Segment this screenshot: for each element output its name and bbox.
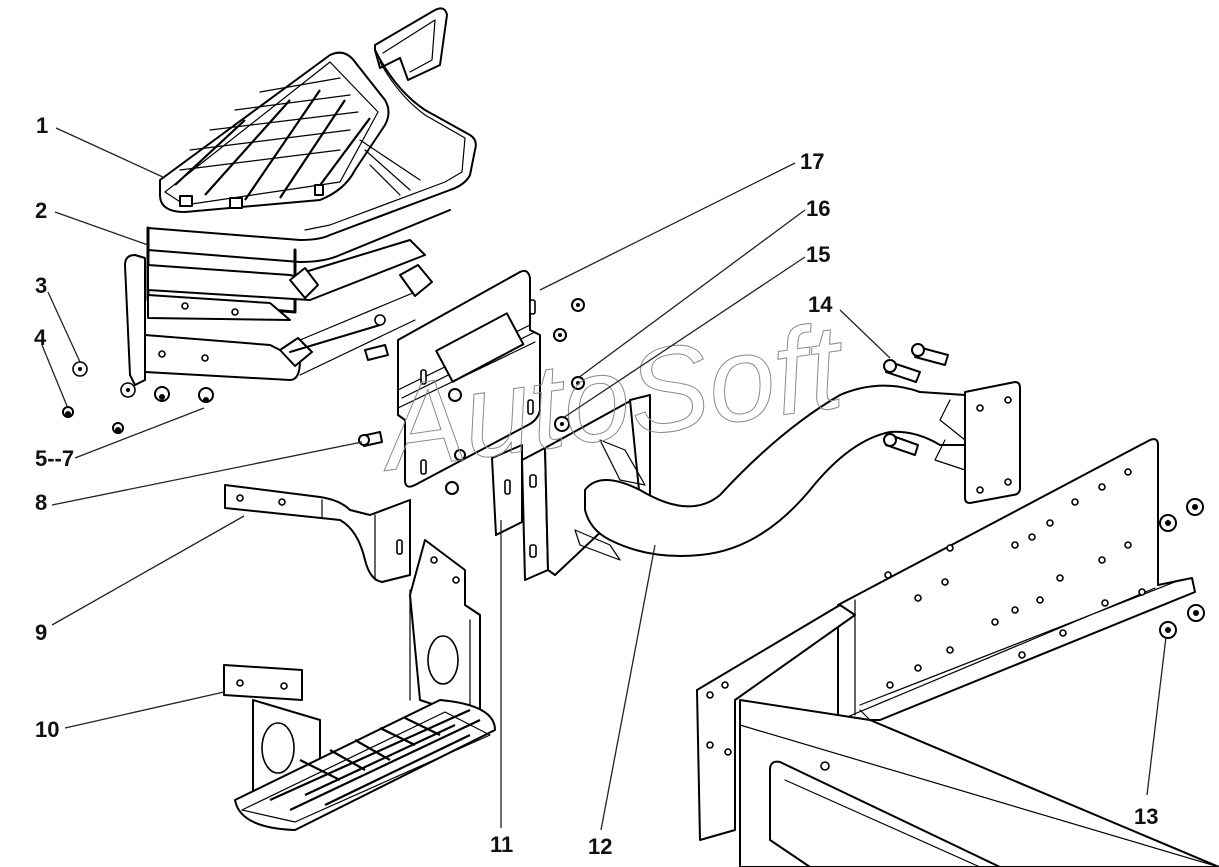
leader-9: [51, 515, 245, 626]
leader-2: [54, 211, 149, 246]
callout-14: 14: [808, 292, 833, 317]
callout-17: 17: [800, 149, 824, 174]
part-9-bracket: [224, 484, 411, 583]
leader-8: [51, 441, 363, 506]
chassis-frame: [696, 438, 1219, 867]
callout-5-7: 5--7: [35, 446, 74, 471]
callout-11: 11: [490, 832, 513, 857]
part-10-lower-step: [223, 539, 496, 831]
nuts-15-16: [445, 298, 585, 495]
leader-15: [562, 256, 806, 419]
leader-4: [41, 344, 68, 407]
callout-12: 12: [588, 834, 612, 859]
leader-16: [577, 209, 806, 379]
leader-lines: [41, 127, 1167, 831]
part-14-bolts: [883, 343, 949, 456]
part-13-nuts: [1159, 498, 1205, 639]
frame-holes: [884, 468, 1146, 689]
leader-17: [539, 162, 796, 291]
callout-3: 3: [35, 273, 47, 298]
part-11-plate: [491, 444, 523, 536]
leader-12: [600, 544, 656, 831]
callout-16: 16: [806, 196, 830, 221]
fasteners-3-4-5-7: [62, 361, 214, 434]
callout-8: 8: [35, 490, 47, 515]
callout-9: 9: [35, 620, 47, 645]
part-1-upper-step-tread: [159, 51, 390, 213]
leader-14: [839, 309, 891, 359]
part-2-step-housing: [124, 7, 477, 386]
callout-1: 1: [36, 113, 48, 138]
callout-10: 10: [35, 717, 59, 742]
callout-2: 2: [35, 198, 47, 223]
callout-13: 13: [1134, 804, 1158, 829]
part-8-bolt: [358, 431, 383, 447]
leader-13: [1146, 636, 1167, 796]
callout-15: 15: [806, 242, 830, 267]
callout-4: 4: [34, 325, 47, 350]
callout-labels: 1 2 3 4 5--7 8 9 10 11 12 13 14 15 16 17: [34, 113, 1158, 859]
leader-1: [55, 127, 166, 179]
leader-3: [47, 291, 81, 363]
leader-10: [64, 691, 225, 729]
part-17-mounting-plate: [397, 269, 541, 488]
part-12-tube-bracket: [521, 381, 1021, 581]
leader-5-7: [74, 407, 205, 459]
